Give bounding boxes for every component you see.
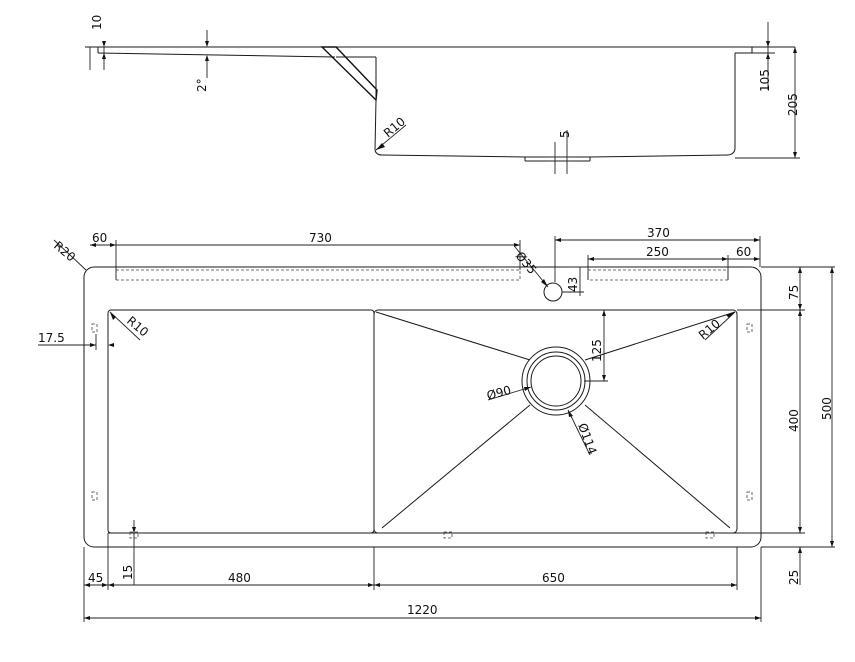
dim-45: 45: [88, 571, 103, 585]
dim-400: 400: [787, 409, 801, 432]
dim-370: 370: [647, 226, 670, 240]
dim-15: 15: [121, 565, 135, 580]
dim-114: Ø114: [575, 421, 599, 456]
dim-105: 105: [758, 69, 772, 92]
dim-5: 5: [558, 130, 572, 138]
dim-2-deg: 2°: [195, 78, 209, 92]
dim-60-right: 60: [736, 245, 751, 259]
dim-205: 205: [786, 93, 800, 116]
top-view: R20 60 730 Ø35 370 250 60 43: [38, 226, 835, 622]
dim-500: 500: [820, 397, 834, 420]
dim-17-5: 17.5: [38, 331, 65, 345]
dim-43: 43: [566, 277, 580, 292]
dim-r20: R20: [51, 239, 78, 265]
dim-35: Ø35: [513, 249, 540, 277]
dim-r10-left: R10: [124, 314, 151, 340]
side-view: 10 2° R10 5 105 205: [85, 15, 800, 174]
dim-10: 10: [90, 15, 104, 30]
dim-125: 125: [590, 339, 604, 362]
dim-r10-right: R10: [696, 316, 723, 342]
dim-60-left: 60: [92, 231, 107, 245]
dim-r10-side: R10: [381, 114, 408, 140]
dim-1220: 1220: [407, 603, 438, 617]
dim-650: 650: [542, 571, 565, 585]
dim-90: Ø90: [485, 383, 512, 403]
dim-480: 480: [228, 571, 251, 585]
dim-250: 250: [646, 245, 669, 259]
dim-730: 730: [309, 231, 332, 245]
dim-25: 25: [787, 570, 801, 585]
dim-75: 75: [787, 285, 801, 300]
